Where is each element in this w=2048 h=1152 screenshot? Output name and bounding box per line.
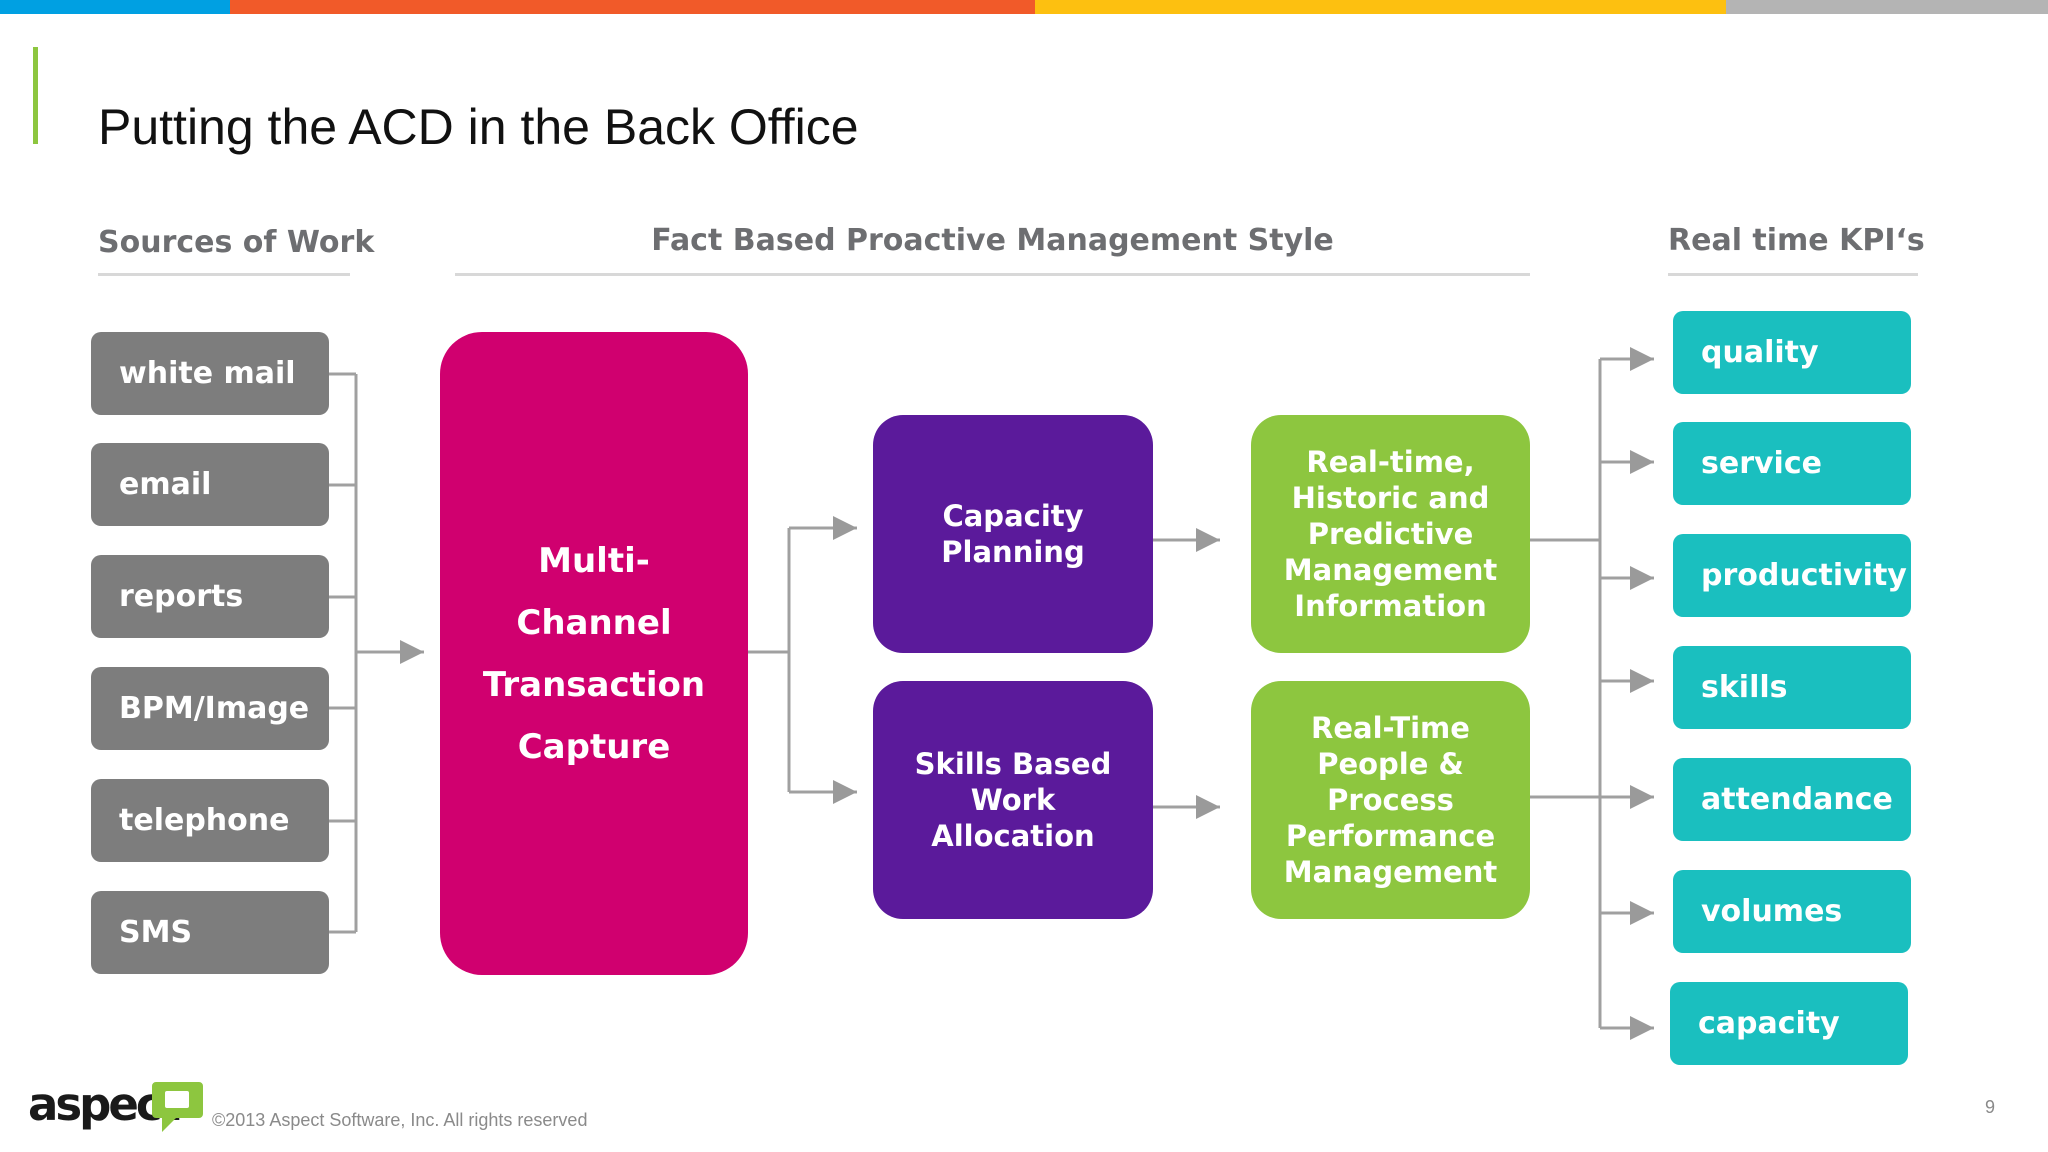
source-reports: reports	[91, 555, 329, 638]
color-bar-blue	[0, 0, 230, 14]
kpi-label: quality	[1701, 335, 1819, 370]
color-bar-gray	[1726, 0, 2048, 14]
kpi-volumes: volumes	[1673, 870, 1911, 953]
aspect-logo-speech-bubble-icon	[152, 1082, 203, 1132]
top-color-bar	[0, 0, 2048, 14]
source-label: SMS	[119, 915, 193, 950]
kpi-skills: skills	[1673, 646, 1911, 729]
kpi-attendance: attendance	[1673, 758, 1911, 841]
source-white-mail: white mail	[91, 332, 329, 415]
header-management-rule	[455, 273, 1530, 276]
source-sms: SMS	[91, 891, 329, 974]
header-kpis-rule	[1668, 273, 1918, 276]
source-label: BPM/Image	[119, 691, 310, 726]
kpi-label: skills	[1701, 670, 1788, 705]
copyright-text: ©2013 Aspect Software, Inc. All rights r…	[212, 1110, 588, 1130]
performance-management-label: Real-Time People & Process Performance M…	[1283, 711, 1498, 889]
capacity-planning-box: Capacity Planning	[873, 415, 1153, 653]
header-kpis: Real time KPI‘s	[1668, 223, 1925, 258]
kpi-label: service	[1701, 446, 1822, 481]
kpi-label: productivity	[1701, 558, 1907, 593]
kpi-label: capacity	[1698, 1006, 1840, 1041]
source-bpm-image: BPM/Image	[91, 667, 329, 750]
kpi-label: volumes	[1701, 894, 1843, 929]
color-bar-yellow	[1035, 0, 1726, 14]
management-info-label: Real-time, Historic and Predictive Manag…	[1283, 445, 1498, 623]
skills-allocation-label: Skills Based Work Allocation	[914, 747, 1112, 853]
management-info-box: Real-time, Historic and Predictive Manag…	[1251, 415, 1530, 653]
multi-channel-capture-box: Multi-Channel Transaction Capture	[440, 332, 748, 975]
page-number: 9	[1985, 1097, 1996, 1117]
capture-label: Multi-Channel Transaction Capture	[482, 540, 706, 767]
source-email: email	[91, 443, 329, 526]
source-label: email	[119, 467, 212, 502]
kpi-quality: quality	[1673, 311, 1911, 394]
source-label: reports	[119, 579, 244, 614]
header-sources: Sources of Work	[98, 225, 375, 260]
capacity-planning-label: Capacity Planning	[941, 499, 1085, 569]
header-sources-rule	[98, 273, 350, 276]
source-label: telephone	[119, 803, 290, 838]
header-management: Fact Based Proactive Management Style	[651, 223, 1334, 258]
kpi-capacity: capacity	[1670, 982, 1908, 1065]
kpi-label: attendance	[1701, 782, 1893, 817]
skills-allocation-box: Skills Based Work Allocation	[873, 681, 1153, 919]
performance-management-box: Real-Time People & Process Performance M…	[1251, 681, 1530, 919]
source-label: white mail	[119, 356, 296, 391]
page-title: Putting the ACD in the Back Office	[98, 99, 859, 155]
source-telephone: telephone	[91, 779, 329, 862]
kpi-productivity: productivity	[1673, 534, 1911, 617]
color-bar-orange	[230, 0, 1035, 14]
title-accent-bar	[33, 47, 38, 144]
kpi-service: service	[1673, 422, 1911, 505]
